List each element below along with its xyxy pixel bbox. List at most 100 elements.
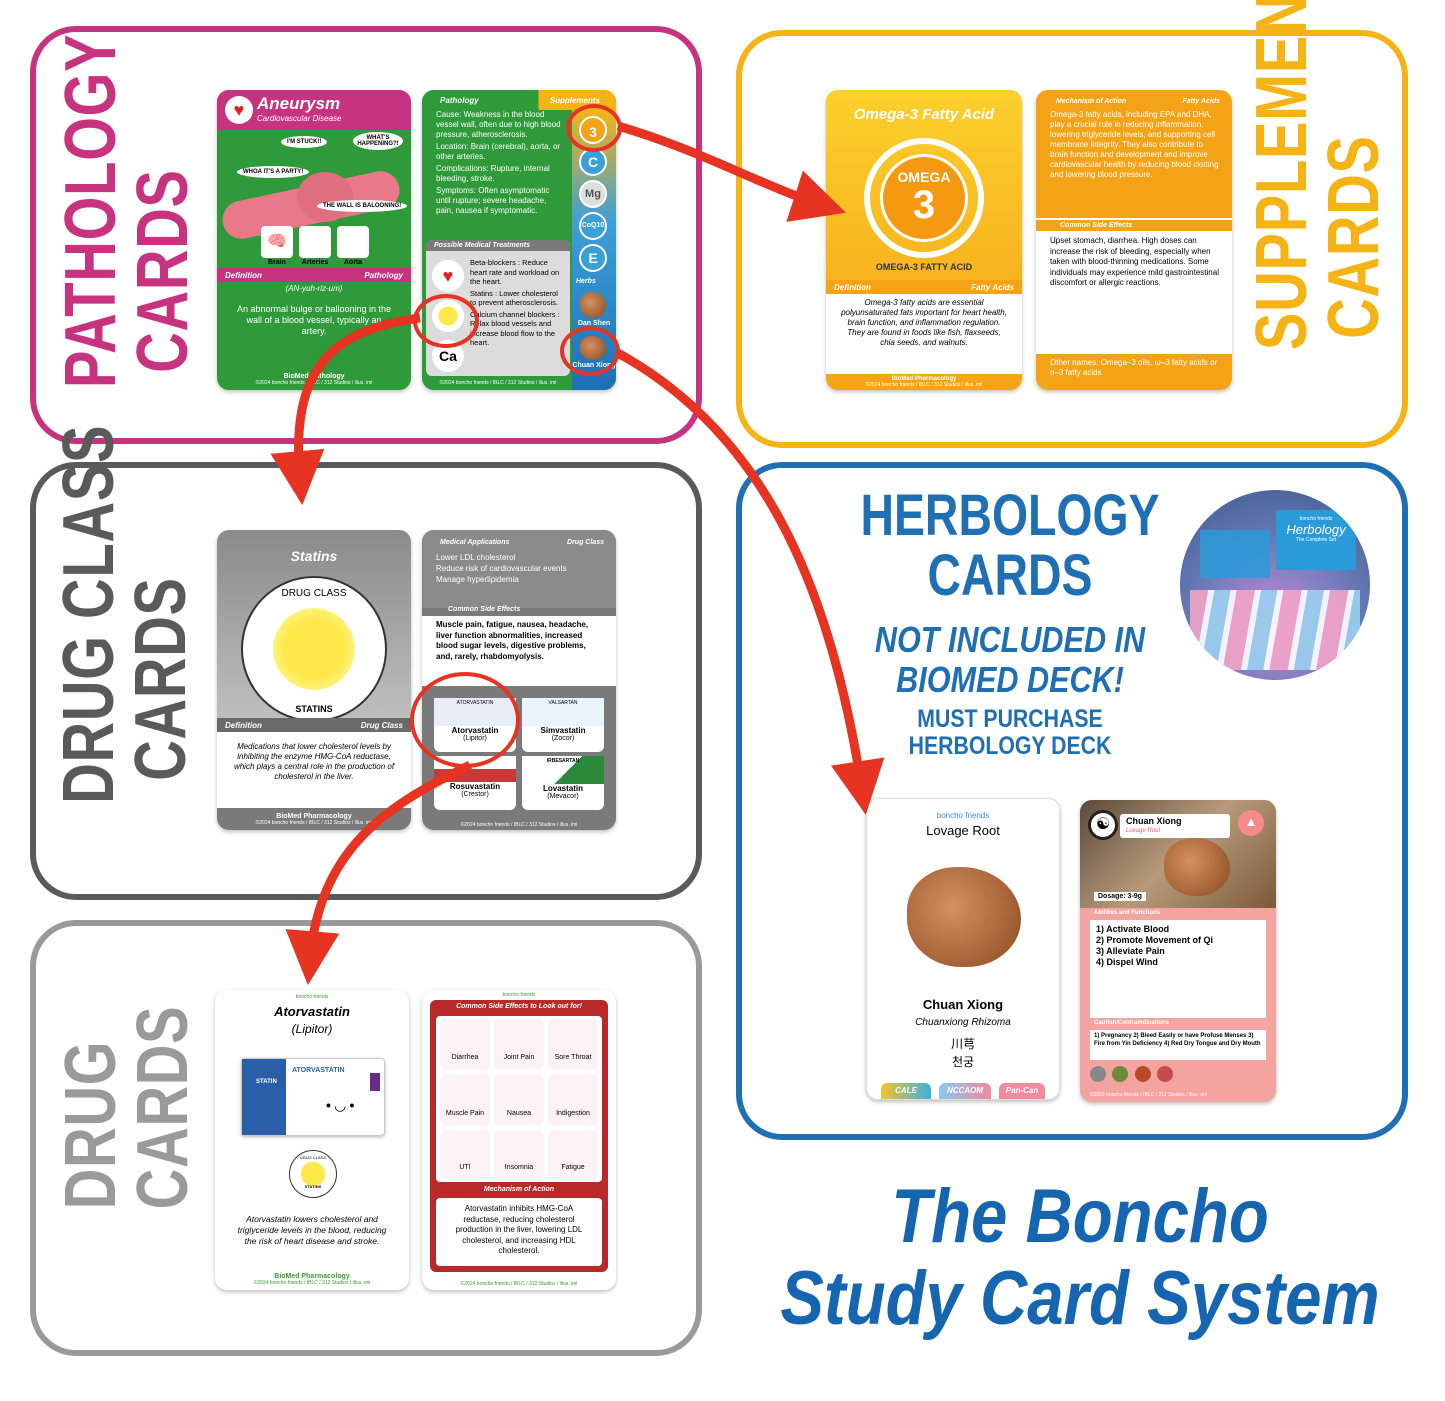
omega-badge: OMEGA 3 (880, 154, 968, 242)
photo-brand: boncho friends (1299, 516, 1333, 522)
omega-back-side-head: Common Side Effects (1036, 220, 1232, 231)
chuan-caution-panel: 1) Pregnancy 2) Bleed Easily or have Pro… (1090, 1030, 1266, 1060)
herbology-must-line1: MUST PURCHASE (917, 705, 1103, 733)
statins-back-foot: ©2024 boncho friends / IBLC / 312 Studio… (460, 822, 578, 828)
bubble-ballooning: THE WALL IS BALOONING! (317, 200, 408, 212)
lovage-tab-pancan[interactable]: Pan-Can (999, 1083, 1045, 1099)
herbs-head: Herbs (576, 278, 596, 285)
statins-back-head-left: Medical Applications (440, 539, 510, 546)
lovage-tab-cale[interactable]: CALE (881, 1083, 931, 1099)
atorva-badge: DRUG CLASS STATINS (289, 1150, 337, 1198)
lovage-chinese: 川芎 (950, 1037, 975, 1051)
aneurysm-pron: (AN-yuh-riz-um) (285, 284, 343, 293)
omega-card[interactable]: Omega-3 Fatty Acid OMEGA 3 OMEGA-3 FATTY… (826, 90, 1022, 390)
drug-box-simvastatin: VALSARTAN (522, 698, 604, 726)
path-back-foot: ©2024 boncho friends / IBLC / 312 Studio… (439, 380, 557, 386)
atorva-box-flap (370, 1073, 380, 1091)
drug-brand-rosuvastatin: (Crestor) (461, 791, 489, 798)
effect-muscle-pain-label: Muscle Pain (445, 1110, 485, 1117)
treatment-calcium: Calcium channel blockers : Relax blood v… (470, 309, 560, 348)
statins-app-2: Reduce risk of cardiovascular events (436, 564, 567, 573)
atorva-face: • ◡ • (326, 1097, 355, 1113)
atorvastatin-back-card[interactable]: boncho friends Common Side Effects to Lo… (422, 990, 616, 1290)
statins-back-top: Medical Applications Drug Class Lower LD… (422, 530, 616, 608)
herbology-notice: NOT INCLUDED IN BIOMED DECK! (820, 620, 1200, 700)
drug-tile-lovastatin[interactable]: IRBESARTAN Lovastatin (Mevacor) (522, 756, 604, 810)
effect-diarrhea: Diarrhea (440, 1018, 490, 1070)
effect-insomnia-label: Insomnia (504, 1164, 534, 1171)
path-line-complications: Complications: Rupture, internal bleedin… (436, 164, 550, 183)
chuan-foot: ©2023 boncho friends / IBLC / 312 Studio… (1090, 1092, 1207, 1098)
herbology-notice-line1: NOT INCLUDED IN (874, 619, 1146, 660)
atorva-badge-bottom: STATINS (304, 1184, 322, 1189)
statins-app-1: Lower LDL cholesterol (436, 553, 516, 562)
herbology-must-line2: HERBOLOGY DECK (908, 732, 1112, 760)
atorva-foot2: ©2024 boncho friends / IBLC / 312 Studio… (253, 1279, 371, 1286)
omega-back-card[interactable]: Mechanism of Action Fatty Acids Omega-3 … (1036, 90, 1232, 390)
chuan-name-box: Chuan Xiong Lovage Root (1120, 814, 1230, 838)
omega-foot2: ©2024 boncho friends / IBLC / 312 Studio… (865, 382, 983, 388)
lovage-name: Chuan Xiong (922, 997, 1004, 1012)
photo-title: Herbology (1286, 522, 1346, 537)
omega-ring-text: OMEGA-3 FATTY ACID (875, 262, 973, 272)
omega-back-mechanism: Omega-3 fatty acids, including EPA and D… (1050, 110, 1219, 179)
drug-tile-simvastatin[interactable]: VALSARTAN Simvastatin (Zocor) (522, 698, 604, 752)
aneurysm-bar: Definition Pathology (217, 268, 411, 282)
path-line-location: Location: Brain (cerebral), aorta, or ot… (436, 142, 561, 161)
lovage-card[interactable]: boncho friends Lovage Root Chuan Xiong C… (866, 798, 1060, 1100)
statins-bar-left: Definition (225, 720, 262, 730)
atorvastatin-card[interactable]: boncho friends Atorvastatin (Lipitor) ST… (215, 990, 409, 1290)
chuan-func-1: 1) Activate Blood (1096, 924, 1170, 934)
aneurysm-definition: An abnormal bulge or ballooning in the w… (236, 304, 392, 336)
statins-foot1: BioMed Pharmacology (276, 812, 352, 820)
statins-ring: DRUG CLASS STATINS (241, 576, 387, 722)
path-line-symptoms: Symptoms: Often asymptomatic until ruptu… (436, 186, 550, 215)
atorva-back-foot: ©2024 boncho friends / IBLC / 312 Studio… (460, 1281, 578, 1287)
lovage-tab-nccaom[interactable]: NCCAOM (939, 1083, 991, 1099)
effect-diarrhea-label: Diarrhea (451, 1054, 479, 1061)
arrow-to-herbology (613, 348, 885, 815)
statins-footer: BioMed Pharmacology ©2024 boncho friends… (217, 808, 411, 830)
drug-name-simvastatin: Simvastatin (540, 726, 586, 735)
path-back-head-left: Pathology (440, 96, 479, 105)
lovage-root-illustration (907, 867, 1021, 967)
omega-back-head-left: Mechanism of Action (1056, 98, 1127, 105)
chuan-func-head: Abilities and Functions (1094, 910, 1161, 916)
treatment-icon-heart: ♥ (432, 260, 464, 292)
effect-muscle-pain: Muscle Pain (440, 1074, 490, 1126)
omega-footer: BioMed Pharmacology ©2024 boncho friends… (826, 374, 1022, 390)
chuan-icon-1 (1090, 1066, 1106, 1082)
atorva-box-stripe (242, 1059, 286, 1135)
treatment-list: Beta-blockers : Reduce heart rate and wo… (470, 258, 566, 348)
effect-indigestion-label: Indigestion (556, 1110, 590, 1117)
lovage-latin: Chuanxiong Rhizoma (915, 1017, 1011, 1028)
drugclass-section (30, 462, 702, 900)
herbology-deck-photo: boncho friends Herbology The Complete Se… (1180, 490, 1370, 680)
aneurysm-bar-right: Pathology (364, 270, 403, 280)
icon-aorta (337, 226, 369, 258)
triangle-icon: ▲ (1238, 810, 1264, 836)
bubble-party: WHOA IT'S A PARTY! (237, 166, 310, 178)
atorva-brand: boncho friends (295, 994, 329, 1000)
pathology-section (30, 26, 702, 444)
statins-card[interactable]: Statins DRUG CLASS STATINS Definition Dr… (217, 530, 411, 830)
label-arteries: Arteries (301, 259, 329, 266)
treatment-beta: Beta-blockers : Reduce heart rate and wo… (470, 258, 560, 286)
herbology-title: HERBOLOGY CARDS (800, 486, 1220, 606)
statins-side: Muscle pain, fatigue, nausea, headache, … (436, 620, 589, 661)
photo-sub: The Complete Set (1295, 537, 1337, 543)
aneurysm-header: ♥ Aneurysm Cardiovascular Disease (217, 90, 411, 130)
herbology-notice-line2: BIOMED DECK! (896, 659, 1124, 700)
label-aorta: Aorta (343, 259, 363, 266)
chuan-caution-head: Caution/Contraindications (1094, 1020, 1169, 1026)
drug-brand-lovastatin: (Mevacor) (547, 793, 579, 800)
main-title-line2: Study Card System (780, 1256, 1380, 1341)
statins-bar-right: Drug Class (360, 720, 403, 730)
herbology-section (736, 462, 1408, 1140)
supp-badge-c: C (579, 148, 607, 176)
aneurysm-illustration: I'M STUCK!! WHAT'S HAPPENING?! WHOA IT'S… (217, 130, 411, 270)
omega-definition: Omega-3 fatty acids are essential polyun… (841, 298, 1007, 347)
chuan-card[interactable]: ☯ Chuan Xiong Lovage Root ▲ Dosage: 3-9g… (1080, 800, 1276, 1102)
omega-badge-num: 3 (912, 183, 936, 227)
